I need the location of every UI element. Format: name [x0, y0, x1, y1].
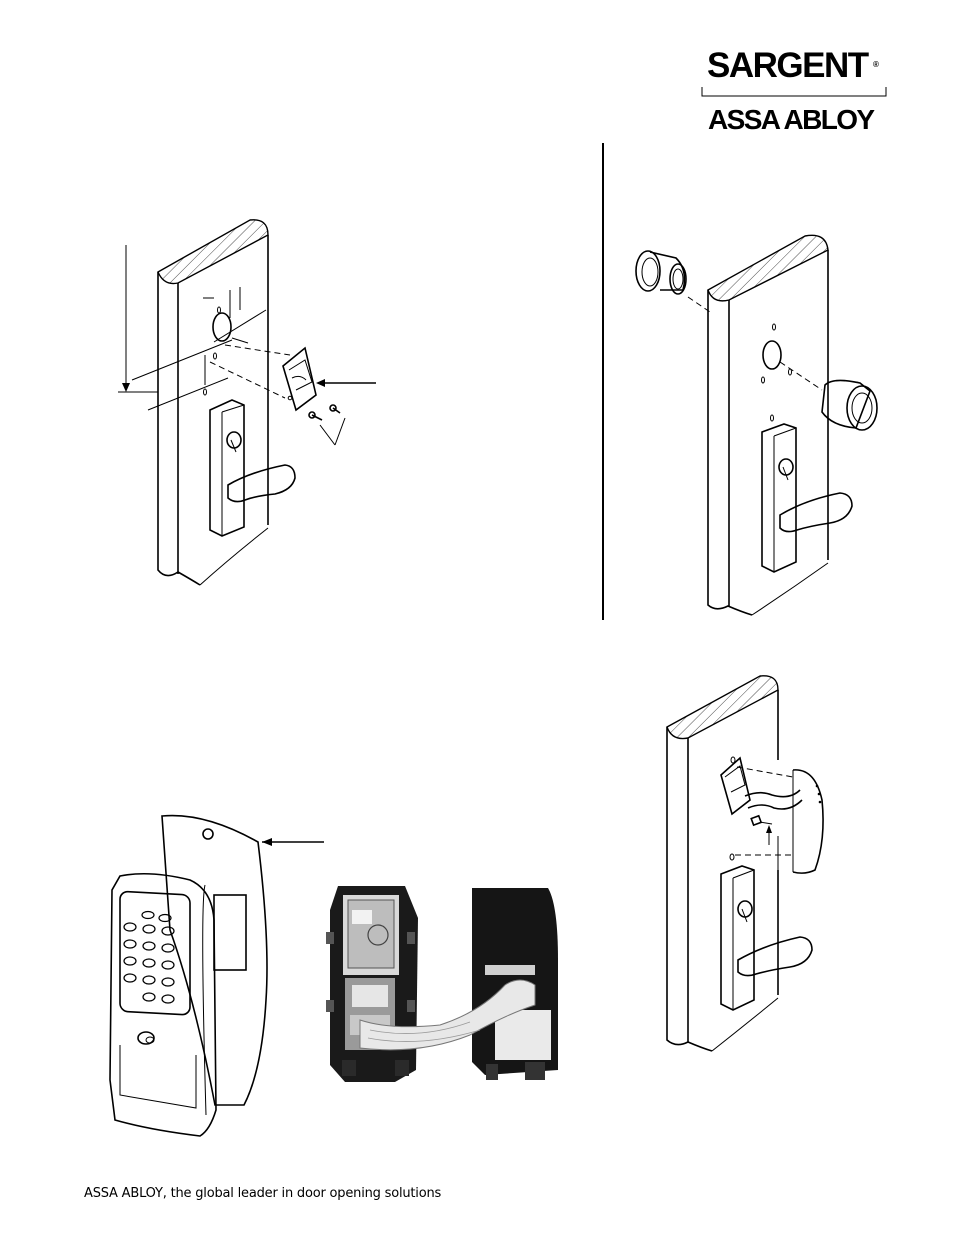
footer-tagline: ASSA ABLOY, the global leader in door op… [84, 1186, 441, 1201]
door-wiring-figure [667, 676, 823, 1051]
keypad-button-grid [124, 912, 174, 1004]
door-spacer-figure [636, 235, 877, 615]
door-template-figure [118, 220, 376, 585]
ribbon-cable-photo [320, 882, 566, 1088]
keypad-figure [110, 816, 324, 1136]
